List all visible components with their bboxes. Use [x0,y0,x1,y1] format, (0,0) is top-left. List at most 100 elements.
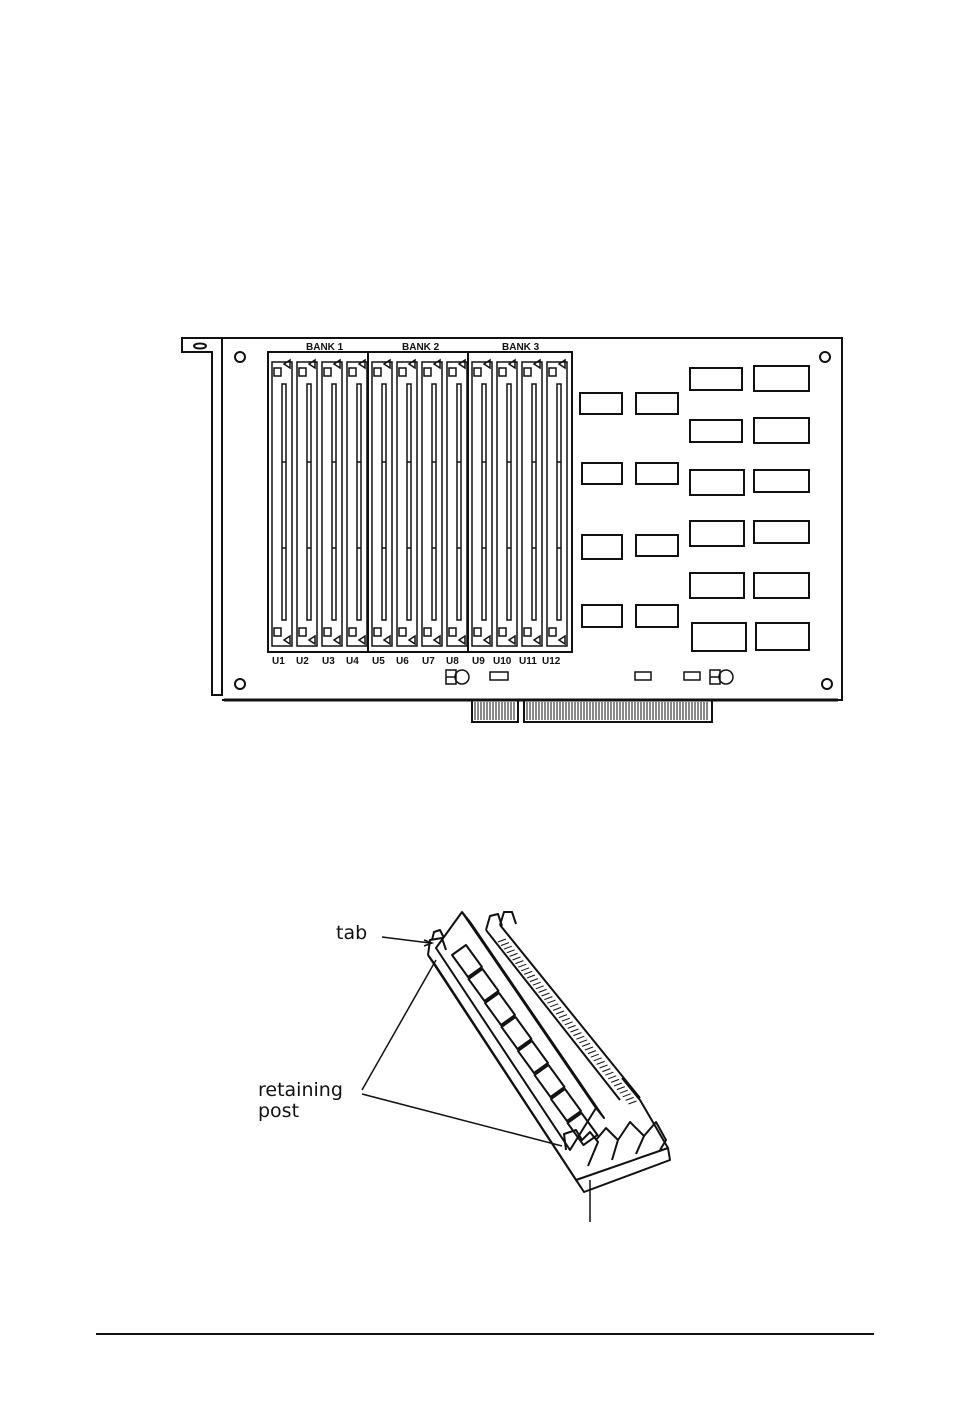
bank-label: BANK 1 [306,342,344,353]
socket-contact [599,1064,608,1069]
chip [753,520,810,544]
socket-contact [532,981,541,986]
simm-chip [500,1016,533,1050]
tab-leader [381,936,431,944]
chip [689,572,745,599]
resistor [683,671,701,681]
socket-contact [564,1021,573,1026]
socket-contact [567,1024,576,1029]
socket-contact [628,1100,637,1105]
simm-insertion-diagram [361,911,671,1222]
chip [689,469,745,496]
memory-board-diagram: BANK 1 BANK 2 BANK 3 U1 U2 U3 U4 U5 U6 U… [181,337,843,723]
socket-label: U4 [346,656,359,667]
socket-contact [625,1096,634,1101]
simm-socket [546,358,568,647]
chip [753,365,810,392]
simm-chip [451,944,483,978]
socket-contact [500,942,510,947]
socket-contact [622,1093,631,1098]
simm-chip [517,1040,549,1074]
socket-contact [529,978,539,983]
bank-label: BANK 3 [502,342,540,353]
chip [581,462,623,485]
socket-contact [561,1017,570,1022]
socket-contact [579,1039,588,1044]
chip [635,534,679,557]
simm-socket [346,358,368,647]
socket-contact [518,963,527,968]
socket-contact [512,956,521,961]
edge-connector-left [471,700,519,723]
socket-label: U1 [272,656,285,667]
simm-socket [446,358,468,647]
tab-label: tab [336,922,368,944]
simm-chip [484,992,516,1026]
simm-socket [321,358,343,647]
socket-contact [550,1003,559,1008]
simm-socket [396,358,418,647]
footer-rule [96,1333,874,1335]
resistor [489,671,509,681]
chip [689,419,743,443]
chip [753,572,810,599]
socket-label: U7 [422,656,435,667]
mounting-hole [234,351,246,363]
led [454,669,470,685]
chip [635,392,679,415]
socket-contact [544,996,553,1001]
socket-label: U9 [472,656,485,667]
socket-contact [515,960,524,965]
socket-label: U12 [542,656,561,667]
socket-contact [593,1057,602,1062]
mounting-hole [821,678,833,690]
socket-label: U3 [322,656,335,667]
retaining-post-leader [361,1093,563,1147]
socket-contact [619,1089,628,1094]
socket-contact [497,938,507,943]
socket-contact [506,949,515,954]
bank-group-3 [467,351,573,653]
socket-contact [555,1010,565,1015]
tab-icon [431,929,445,941]
chip [635,604,679,628]
simm-socket [296,358,318,647]
socket-contact [581,1042,591,1047]
socket-contact [552,1006,562,1011]
chip [691,622,747,652]
simm-chip [566,1112,599,1146]
simm-socket [471,358,493,647]
socket-contact [509,952,518,957]
socket-contact [573,1032,582,1037]
edge-connector-right [523,700,713,723]
socket-label: U11 [519,656,537,667]
chip [581,534,623,560]
simm-socket [521,358,543,647]
chip [579,392,623,415]
socket-contact [587,1050,597,1055]
socket-contact [584,1046,594,1051]
led [718,669,734,685]
socket-contact [596,1060,605,1065]
mounting-hole [234,678,246,690]
socket-contact [523,970,533,975]
chip [689,520,745,547]
socket-contact [610,1078,620,1083]
simm-socket [371,358,393,647]
chip [753,469,810,493]
simm-chip [467,968,500,1002]
socket-contact [558,1014,568,1019]
bank-label: BANK 2 [402,342,440,353]
socket-contact [602,1068,611,1073]
simm-socket [271,358,293,647]
simm-chip [533,1064,566,1098]
socket-contact [526,974,536,979]
socket-rear-wall [485,924,641,1101]
chip [635,462,679,485]
socket-contact [608,1075,617,1080]
socket-label: U6 [396,656,409,667]
socket-contact [521,967,530,972]
simm-socket [421,358,443,647]
socket-contact [590,1053,599,1058]
chip [753,417,810,444]
